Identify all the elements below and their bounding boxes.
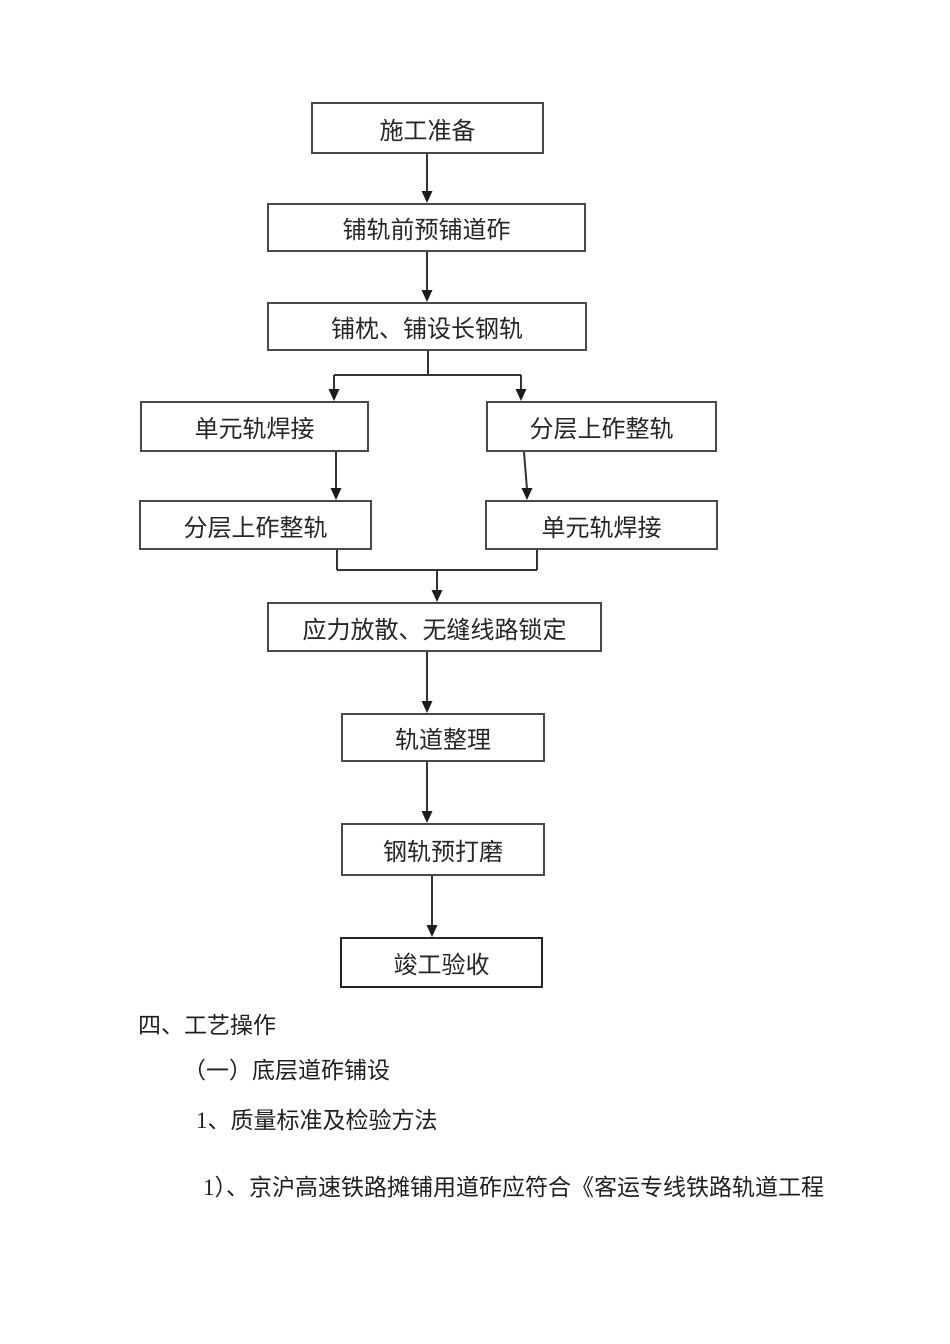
flow-node-pre-lay-ballast: 铺轨前预铺道砟 (267, 203, 586, 252)
flow-node-layered-ballast-left: 分层上砟整轨 (139, 500, 372, 550)
flow-node-layered-ballast-right: 分层上砟整轨 (486, 401, 717, 452)
flow-node-lay-sleepers-rails: 铺枕、铺设长钢轨 (267, 302, 587, 351)
flow-node-stress-release-lock: 应力放散、无缝线路锁定 (267, 602, 602, 652)
subheading-quality-standards: 1、质量标准及检验方法 (196, 1108, 438, 1133)
edge-preballast-sleepers (421, 252, 433, 302)
edge-stress-arrange (421, 652, 433, 713)
flow-node-track-arrangement: 轨道整理 (341, 713, 545, 762)
flow-node-unit-rail-welding-right: 单元轨焊接 (485, 500, 718, 550)
edge-arrange-grind (421, 762, 433, 823)
subsection-heading-bottom-ballast-laying: （一）底层道砟铺设 (183, 1058, 390, 1083)
flow-node-completion-acceptance: 竣工验收 (340, 937, 543, 988)
edge-weld-left-ballast-left (330, 452, 342, 500)
flow-node-unit-rail-welding-left: 单元轨焊接 (140, 401, 369, 452)
edge-prep-preballast (421, 154, 433, 203)
flowchart-connectors (328, 154, 538, 937)
edge-sleepers-split (328, 351, 527, 401)
flow-node-rail-pre-grinding: 钢轨预打磨 (341, 823, 545, 876)
paragraph-ballast-requirement: 1）、京沪高速铁路摊铺用道砟应符合《客运专线铁路轨道工程 (203, 1175, 824, 1200)
section-heading-process-operation: 四、工艺操作 (138, 1013, 276, 1038)
edge-merge-stress (336, 550, 538, 602)
flow-node-construction-preparation: 施工准备 (311, 102, 544, 154)
edge-ballast-right-weld-right (521, 451, 533, 500)
edge-grind-accept (426, 876, 438, 937)
